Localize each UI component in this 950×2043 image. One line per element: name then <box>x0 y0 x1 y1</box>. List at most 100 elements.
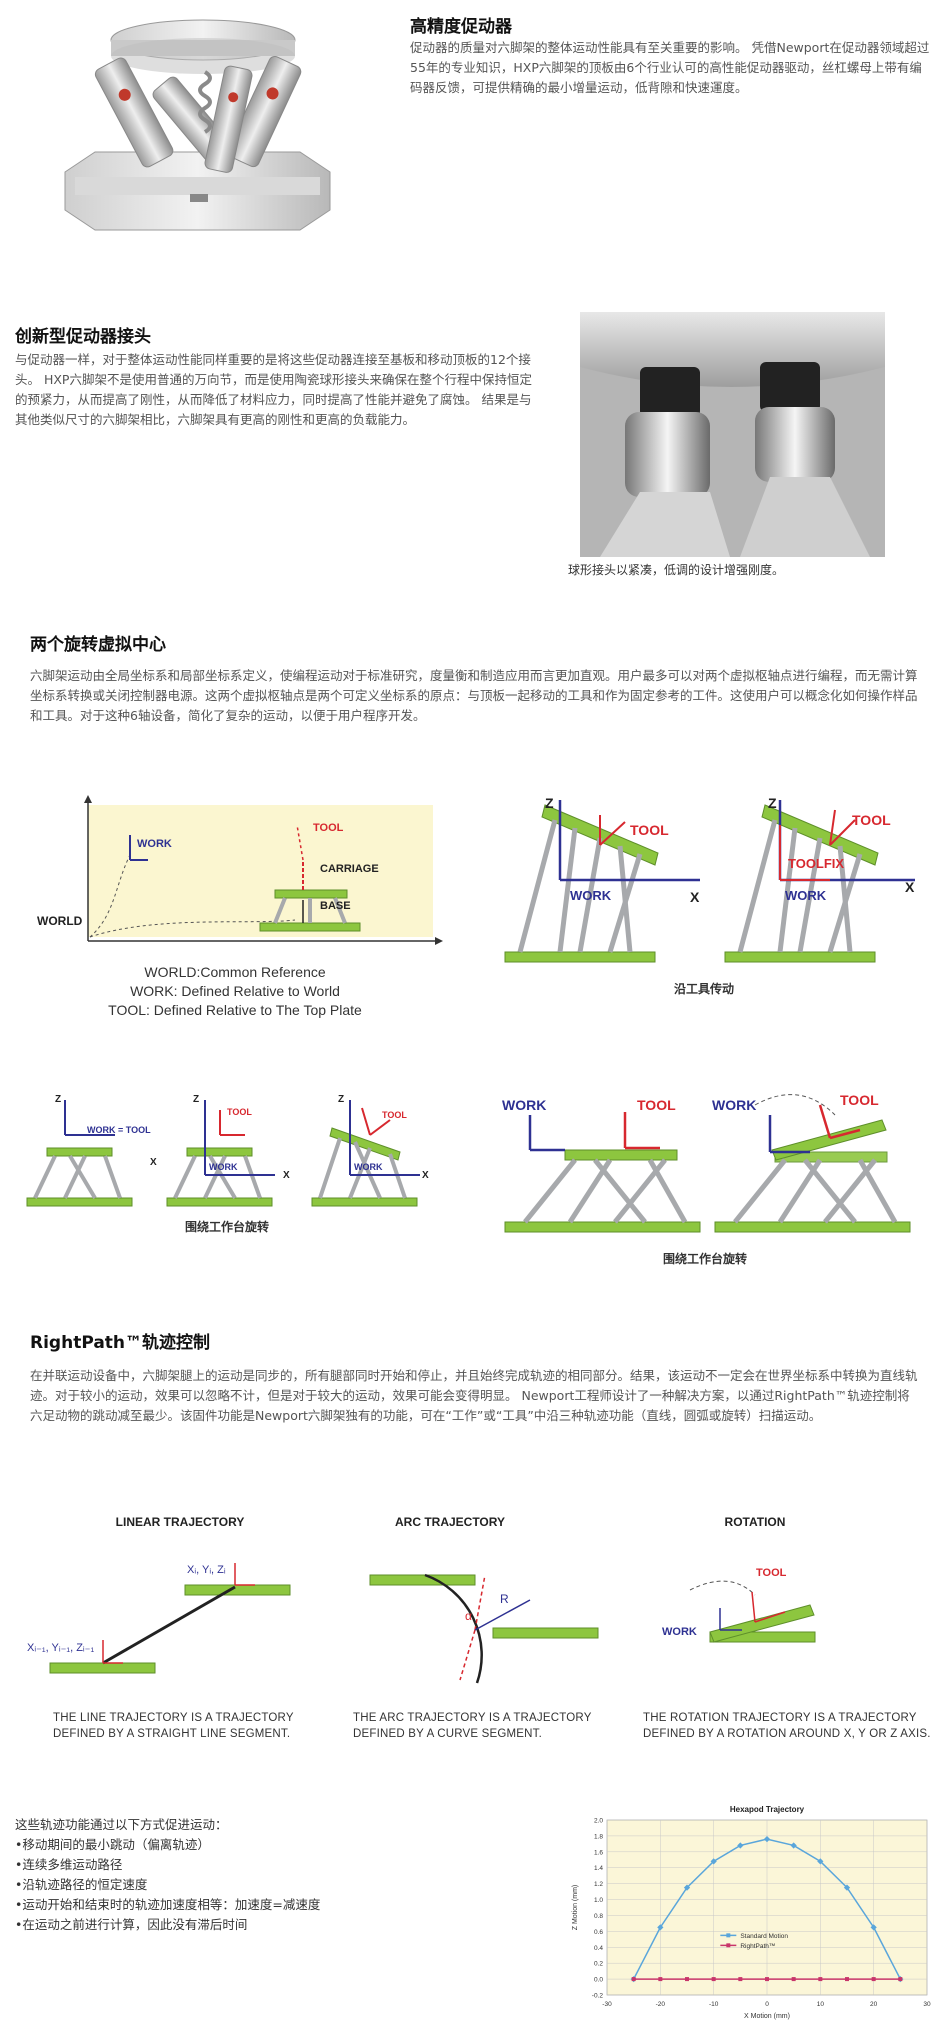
rot-small-tool3: TOOL <box>382 1110 407 1120</box>
y-tick-label: 0.2 <box>594 1961 603 1968</box>
legend-marker <box>726 1933 731 1938</box>
chart-svg: Hexapod Trajectory-0.20.00.20.40.60.81.0… <box>572 1805 931 2020</box>
tool-drive-diagram: Z X WORK TOOL Z X WORK TOOL TOOLFIX <box>500 790 920 970</box>
y-tick-label: 1.8 <box>594 1833 603 1840</box>
y-tick-label: -0.2 <box>592 1993 604 2000</box>
frames-diagram: WORLD WORK TOOL CARRIAGE BASE <box>35 795 445 945</box>
traj-caption-linear-1: THE LINE TRAJECTORY IS A TRAJECTORY <box>53 1712 294 1724</box>
traj-arc-alpha: α <box>465 1609 472 1623</box>
tool-drive-caption: 沿工具传动 <box>674 982 735 996</box>
section-title-actuator: 高精度促动器 <box>410 17 512 37</box>
rot-small-z3: Z <box>338 1094 344 1105</box>
benefit-item: •运动开始和结束时的轨迹加速度相等：加速度=减速度 <box>15 1897 321 1912</box>
data-point <box>631 1977 636 1982</box>
ball-joint-caption: 球形接头以紧凑，低调的设计增强刚度。 <box>568 563 785 577</box>
rot-small-z2: Z <box>193 1094 199 1105</box>
rot-small-x1: X <box>150 1157 157 1168</box>
x-tick-label: 0 <box>765 2001 769 2008</box>
x-tick-label: -10 <box>709 2001 719 2008</box>
section-body-pivot: 六脚架运动由全局坐标系和局部坐标系定义，使编程运动对于标准研究，度量衡和制造应用… <box>30 668 918 723</box>
tool-diagram-tool: TOOL <box>630 822 669 838</box>
y-tick-label: 0.4 <box>594 1945 603 1952</box>
frames-legend: WORLD:Common Reference WORK: Defined Rel… <box>70 963 400 1020</box>
traj-arc-r: R <box>500 1592 509 1606</box>
traj-rot-tool: TOOL <box>756 1567 787 1579</box>
section-body-actuator: 促动器的质量对六脚架的整体运动性能具有至关重要的影响。 凭借Newport在促动… <box>410 40 930 95</box>
rot-small-x2: X <box>283 1170 290 1181</box>
legend-label: Standard Motion <box>740 1933 788 1940</box>
y-axis-label: Z Motion (mm) <box>572 1885 579 1931</box>
legend-tool: TOOL: Defined Relative to The Top Plate <box>108 1002 362 1018</box>
legend-marker <box>726 1943 731 1948</box>
benefits: 这些轨迹功能通过以下方式促进运动： •移动期间的最小跳动（偏离轨迹） •连续多维… <box>15 1815 320 1935</box>
benefit-item: •连续多维运动路径 <box>15 1857 123 1872</box>
y-tick-label: 0.6 <box>594 1929 603 1936</box>
traj-linear-p0: Xᵢ₋₁, Yᵢ₋₁, Zᵢ₋₁ <box>27 1642 94 1654</box>
traj-arc-diagram: R α <box>365 1545 600 1685</box>
rot-small-z1: Z <box>55 1094 61 1105</box>
y-tick-label: 1.2 <box>594 1881 603 1888</box>
x-tick-label: -30 <box>602 2001 612 2008</box>
rotate-small-diagram: Z X WORK = TOOL Z X WORK TOOL <box>25 1090 445 1210</box>
toolfix-diagram-z: Z <box>768 795 777 811</box>
rot-small-work3: WORK <box>354 1162 383 1172</box>
y-tick-label: 1.4 <box>594 1865 603 1872</box>
legend-work: WORK: Defined Relative to World <box>130 983 340 999</box>
data-point <box>765 1977 769 1982</box>
y-tick-label: 2.0 <box>594 1818 603 1825</box>
traj-linear-diagram: Xᵢ, Yᵢ, Zᵢ Xᵢ₋₁, Yᵢ₋₁, Zᵢ₋₁ <box>25 1545 295 1685</box>
x-tick-label: 10 <box>817 2001 825 2008</box>
benefit-item: •在运动之前进行计算，因此没有滞后时间 <box>15 1917 248 1932</box>
benefit-item: •移动期间的最小跳动（偏离轨迹） <box>15 1837 210 1852</box>
x-axis-label: X Motion (mm) <box>744 2013 790 2020</box>
x-tick-label: 30 <box>923 2001 931 2008</box>
y-tick-label: 1.6 <box>594 1849 603 1856</box>
traj-caption-rotation-1: THE ROTATION TRAJECTORY IS A TRAJECTORY <box>643 1712 917 1724</box>
traj-caption-arc-2: DEFINED BY A CURVE SEGMENT. <box>353 1728 543 1740</box>
legend-world: WORLD:Common Reference <box>144 964 326 980</box>
traj-caption-arc: THE ARC TRAJECTORY IS A TRAJECTORY DEFIN… <box>353 1710 592 1742</box>
rot-small-tool2: TOOL <box>227 1107 252 1117</box>
toolfix-diagram-tool: TOOL <box>852 812 891 828</box>
traj-caption-rotation: THE ROTATION TRAJECTORY IS A TRAJECTORY … <box>643 1710 931 1742</box>
toolfix-diagram-toolfix: TOOLFIX <box>788 856 844 871</box>
traj-caption-linear-2: DEFINED BY A STRAIGHT LINE SEGMENT. <box>53 1728 291 1740</box>
rot-large-tool1: TOOL <box>637 1097 676 1113</box>
rot-small-work-tool: WORK = TOOL <box>87 1125 151 1135</box>
rot-large-work2: WORK <box>712 1097 756 1113</box>
data-point <box>685 1977 689 1982</box>
hexapod-photo <box>55 12 340 237</box>
benefit-item: •沿轨迹路径的恒定速度 <box>15 1877 148 1892</box>
benefits-intro: 这些轨迹功能通过以下方式促进运动： <box>15 1817 228 1832</box>
data-point <box>845 1977 849 1982</box>
rot-small-work2: WORK <box>209 1162 238 1172</box>
x-tick-label: 20 <box>870 2001 878 2008</box>
x-tick-label: -20 <box>656 2001 666 2008</box>
toolfix-diagram-x: X <box>905 879 915 895</box>
traj-rotation-diagram: TOOL WORK <box>660 1560 840 1660</box>
label-carriage: CARRIAGE <box>320 863 379 875</box>
y-tick-label: 0.0 <box>594 1977 603 1984</box>
traj-rot-work: WORK <box>662 1626 697 1638</box>
traj-caption-arc-1: THE ARC TRAJECTORY IS A TRAJECTORY <box>353 1712 592 1724</box>
label-work: WORK <box>137 838 172 850</box>
data-point <box>658 1977 663 1982</box>
traj-linear-p1: Xᵢ, Yᵢ, Zᵢ <box>187 1564 226 1576</box>
tool-diagram-x: X <box>690 889 700 905</box>
tool-diagram-work: WORK <box>570 888 612 903</box>
tool-diagram-z: Z <box>545 795 554 811</box>
label-tool: TOOL <box>313 822 344 834</box>
data-point <box>898 1977 903 1982</box>
data-point <box>738 1977 743 1982</box>
rot-large-tool2: TOOL <box>840 1092 879 1108</box>
benefits-list: •移动期间的最小跳动（偏离轨迹） •连续多维运动路径 •沿轨迹路径的恒定速度 •… <box>15 1835 320 1935</box>
label-base: BASE <box>320 900 351 912</box>
data-point <box>737 1842 744 1849</box>
rotate-large-caption: 围绕工作台旋转 <box>663 1252 748 1266</box>
chart-title: Hexapod Trajectory <box>730 1805 805 1814</box>
data-point <box>818 1977 823 1982</box>
label-world: WORLD <box>37 914 83 928</box>
rotate-small-caption: 围绕工作台旋转 <box>185 1220 270 1234</box>
traj-title-arc: ARC TRAJECTORY <box>394 1515 505 1529</box>
